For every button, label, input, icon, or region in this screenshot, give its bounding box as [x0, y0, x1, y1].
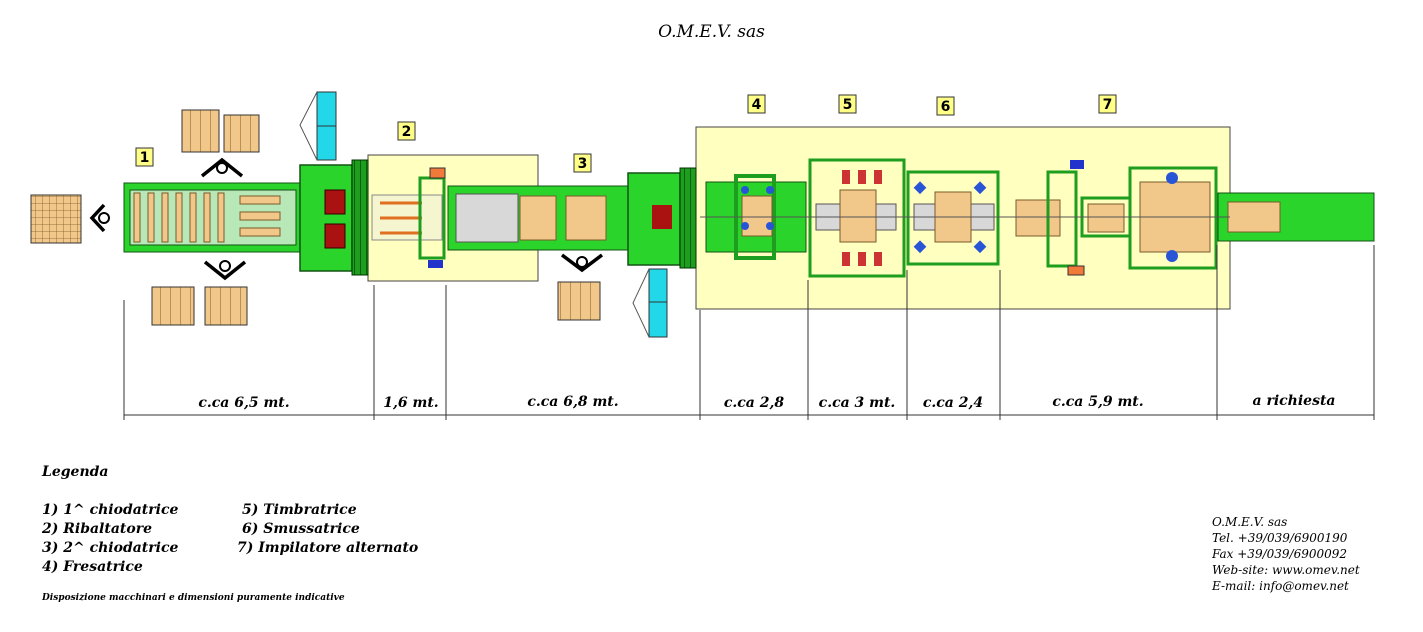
legend-item: 3) 2^ chiodatrice [42, 540, 179, 556]
legend-item: 7) Impilatore alternato [237, 540, 419, 556]
legend-item: 5) Timbratrice [242, 502, 357, 518]
board-stack [151, 286, 195, 326]
rotate-icon [560, 253, 604, 273]
legend-item: 2) Ribaltatore [42, 521, 152, 537]
contact-email: E-mail: info@omev.net [1212, 579, 1349, 593]
page-title: O.M.E.V. sas [658, 22, 765, 42]
flipper-2 [371, 167, 446, 268]
station-number: 5 [843, 97, 853, 113]
dimension-label: c.ca 2,4 [923, 395, 983, 411]
legend-item: 6) Smussatrice [242, 521, 360, 537]
dimension-label: c.ca 5,9 mt. [1052, 394, 1143, 410]
station-number: 3 [578, 156, 588, 172]
board-stack [181, 109, 220, 153]
pallet-slats-1 [133, 192, 281, 243]
dimension-values: c.ca 6,5 mt. 1,6 mt. c.ca 6,8 mt. c.ca 2… [198, 393, 1335, 411]
station-labels: 1 2 3 4 5 6 7 [135, 94, 1117, 173]
dimension-label: a richiesta [1253, 393, 1336, 409]
contact-tel: Tel. +39/039/6900190 [1212, 531, 1348, 545]
rotate-icon [200, 157, 247, 281]
legend-item: 1) 1^ chiodatrice [42, 502, 179, 518]
dimension-lines [123, 245, 1375, 420]
dimension-label: c.ca 6,5 mt. [198, 395, 289, 411]
legend-heading: Legenda [42, 464, 109, 480]
contact-company: O.M.E.V. sas [1212, 515, 1288, 529]
dimension-label: 1,6 mt. [383, 395, 438, 411]
board-stack [204, 286, 248, 326]
stacker-7 [1015, 160, 1218, 276]
station-number: 7 [1103, 97, 1113, 113]
nail-magazine [648, 268, 668, 338]
arrow-icon [89, 203, 110, 233]
dimension-label: c.ca 2,8 [724, 395, 784, 411]
contact-fax: Fax +39/039/6900092 [1212, 547, 1348, 561]
disclaimer-note: Disposizione macchinari e dimensioni pur… [42, 593, 345, 603]
station-number: 1 [140, 150, 150, 166]
board-stack [557, 281, 601, 321]
station-number: 4 [752, 97, 762, 113]
station-number: 2 [402, 124, 412, 140]
legend-item: 4) Fresatrice [42, 559, 143, 575]
dimension-label: c.ca 3 mt. [819, 395, 896, 411]
nailer-head-1 [299, 164, 353, 272]
contact-web: Web-site: www.omev.net [1212, 563, 1360, 577]
board-stack [223, 114, 260, 153]
dimension-label: c.ca 6,8 mt. [527, 394, 618, 410]
station-number: 6 [941, 99, 951, 115]
incoming-pallet [30, 194, 82, 244]
